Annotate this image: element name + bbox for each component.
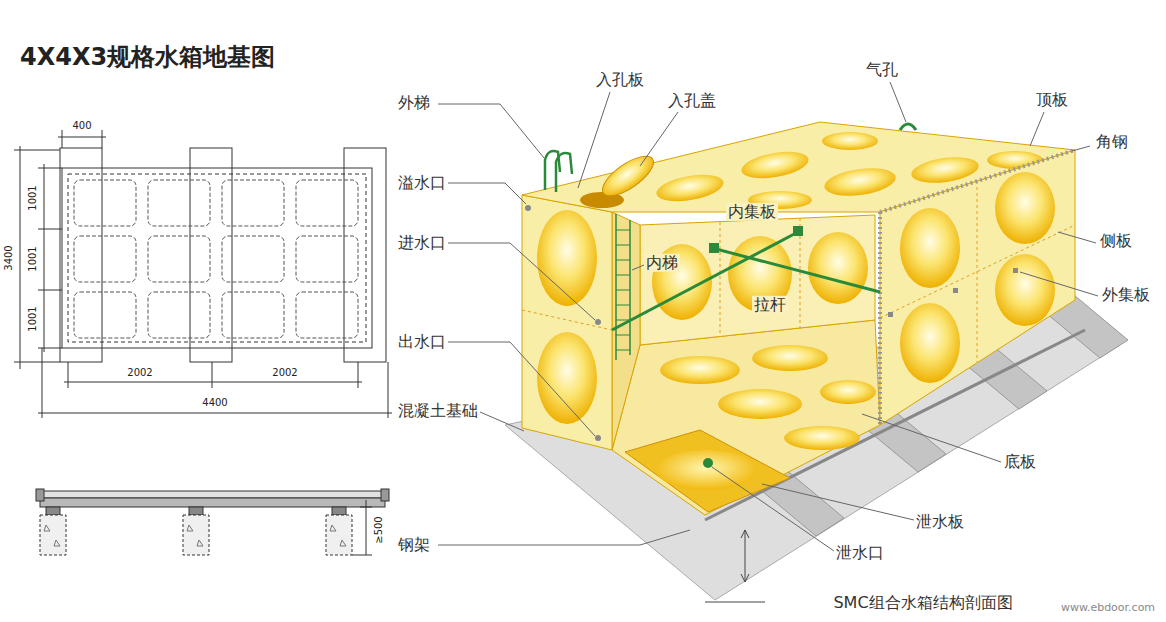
dimension-text: 2002 [272,367,297,379]
part-label: 钢架 [398,536,430,554]
part-label: 内梯 [644,254,680,272]
foundation-plan [14,130,392,418]
part-label: 气孔 [866,61,898,79]
part-label: 混凝土基础 [398,402,478,420]
part-label: 入孔板 [596,71,644,89]
caption: SMC组合水箱结构剖面图 [833,594,1012,612]
dimension-text: 1001 [27,246,39,271]
dimension-text: 3400 [3,245,15,270]
dimension-text: 2002 [127,367,152,379]
dimension-text: 400 [72,120,91,132]
watermark: www.ebdoor.com [1061,602,1155,615]
foundation-section [36,489,389,555]
part-label: 外集板 [1102,286,1150,304]
part-label: 底板 [1004,453,1036,471]
part-label: 入孔盖 [668,92,716,110]
part-label: 顶板 [1036,91,1068,109]
part-label: 外梯 [398,94,430,112]
tank [522,122,1075,515]
part-label: 泄水板 [916,513,964,531]
dimension-text: 4400 [202,397,227,409]
part-label: 泄水口 [836,544,884,562]
part-label: 角钢 [1096,133,1128,151]
part-label: 溢水口 [398,174,446,192]
dimension-text: ≥500 [373,516,385,543]
leader-lines [438,82,1098,551]
part-label: 拉杆 [752,296,788,314]
part-label: 侧板 [1100,232,1132,250]
part-label: 出水口 [398,333,446,351]
title: 4X4X3规格水箱地基图 [20,44,275,72]
part-label: 内集板 [726,203,778,221]
dimension-text: 1001 [27,306,39,331]
dimension-text: 1001 [27,185,39,210]
part-label: 进水口 [398,234,446,252]
